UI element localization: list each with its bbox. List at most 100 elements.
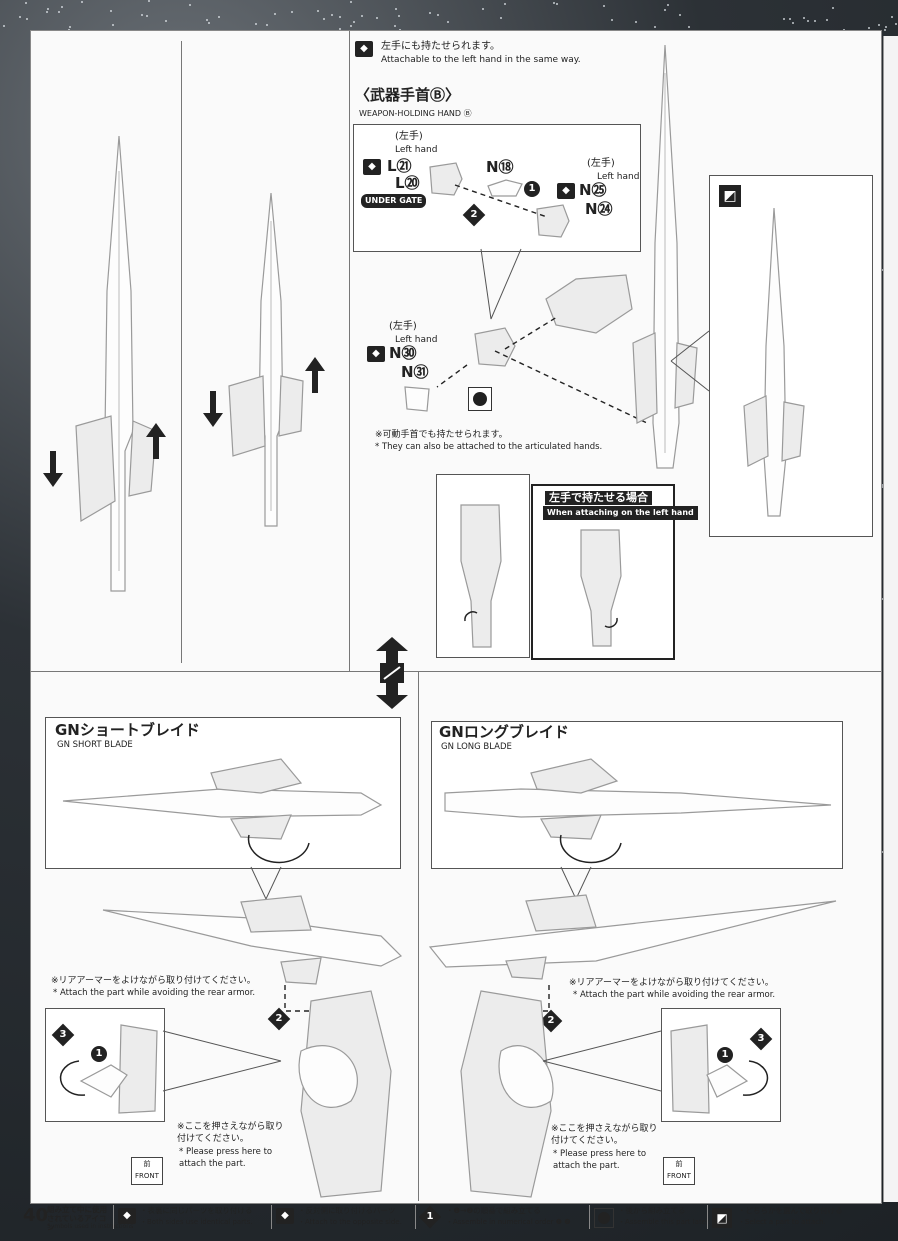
left-hand-en-a: Left hand xyxy=(395,145,438,155)
dash-hand-to-finger xyxy=(436,364,468,388)
star xyxy=(792,21,795,24)
legend-order-en: ・Assemble in numerical order ❶ ❷ xyxy=(446,1218,571,1226)
star xyxy=(69,26,72,29)
star xyxy=(339,27,342,30)
left-hand-label-a: (左手) xyxy=(395,131,423,142)
star xyxy=(189,4,192,7)
legend-item-select: ◩ ・どちらかを選んで取り付ける ・Select a part to attac… xyxy=(707,1205,874,1229)
short-press-jp: ※ここを押さえながら取り付けてください。 xyxy=(177,1122,284,1144)
blade-large-top-left xyxy=(75,135,157,592)
legend-both-jp: ・表裏に同じパーツを取り付ける xyxy=(140,1206,253,1215)
divider-v3 xyxy=(418,671,419,1201)
star xyxy=(877,24,880,27)
star xyxy=(789,17,792,20)
icon-legend-footer: 40 組み立て中に使用されているアイコン Symbols used in ins… xyxy=(23,1203,881,1233)
short-body xyxy=(298,990,392,1198)
legend-order-jp: ・❶→❷の順番で組み立てる xyxy=(446,1206,541,1215)
legend-item-opposite: ◆ ・反対側に取り付けるパーツ ・Attach to the opposite … xyxy=(271,1205,408,1229)
star xyxy=(885,25,888,28)
legend-both-en: ・Both sides use identical parts. xyxy=(140,1218,253,1226)
star xyxy=(503,3,506,6)
star xyxy=(813,20,816,23)
star xyxy=(807,19,810,22)
left-hand-en-b: Left hand xyxy=(597,172,640,182)
part-n31: N㉛ xyxy=(401,363,429,381)
star xyxy=(265,23,268,26)
short-callout xyxy=(162,1030,282,1092)
long-body xyxy=(460,990,554,1198)
short-blade-subtitle: GN SHORT BLADE xyxy=(57,740,133,750)
legend-item-order: 1 ・❶→❷の順番で組み立てる ・Assemble in numerical o… xyxy=(415,1205,582,1229)
star xyxy=(112,23,115,26)
legend-select-jp: ・どちらかを選んで取り付ける xyxy=(738,1206,843,1215)
short-avoid-en: * Attach the part while avoiding the rea… xyxy=(53,988,256,998)
legend-title-en: Symbols used in instructions xyxy=(47,1223,134,1230)
legend-title-jp: 組み立て中に使用されているアイコン xyxy=(47,1205,107,1232)
star xyxy=(18,16,21,19)
hand-part-n xyxy=(536,204,570,238)
star xyxy=(482,8,485,11)
grip-right-hand xyxy=(460,504,502,648)
star xyxy=(323,17,326,20)
star xyxy=(376,16,379,19)
star xyxy=(255,23,258,26)
star xyxy=(206,18,209,21)
divider-h xyxy=(31,671,881,672)
select-legend-icon: ◩ xyxy=(712,1208,732,1228)
star xyxy=(338,16,341,19)
star xyxy=(831,7,834,10)
star xyxy=(109,9,112,12)
star xyxy=(274,12,277,15)
star xyxy=(61,5,64,8)
long-blade-horizontal xyxy=(444,758,832,864)
star xyxy=(429,12,432,15)
divider-v2 xyxy=(349,31,350,671)
blade-select-option xyxy=(743,207,805,517)
star xyxy=(165,19,168,22)
part-n30: N㉚ xyxy=(389,344,417,362)
star xyxy=(556,2,559,5)
grip-left-hand xyxy=(580,529,622,647)
long-blade-subtitle: GN LONG BLADE xyxy=(441,742,512,752)
star xyxy=(394,25,397,28)
left-hand-title-jp: 左手で持たせる場合 xyxy=(545,491,652,505)
swap-select-icon xyxy=(376,637,408,709)
dash-hand-to-blade xyxy=(494,350,648,424)
arrow-up-mid xyxy=(305,357,325,393)
star xyxy=(634,20,637,23)
long-blade-diagonal xyxy=(428,894,837,980)
part-n18: N⑱ xyxy=(486,158,514,176)
select-part-icon: ◩ xyxy=(719,185,741,207)
star xyxy=(881,485,884,488)
star xyxy=(654,25,657,28)
under-gate-badge: UNDER GATE xyxy=(361,194,427,208)
legend-later-en: ・Assemble this part later. xyxy=(618,1218,711,1226)
long-detail-parts xyxy=(670,1024,769,1114)
dash-arm xyxy=(504,316,558,350)
left-hand-en-c: Left hand xyxy=(395,335,438,345)
star xyxy=(80,1,83,4)
star xyxy=(394,7,397,10)
blade-vertical-right xyxy=(632,44,698,469)
part-n25: N㉕ xyxy=(579,181,607,199)
finger-part-n31 xyxy=(404,386,430,412)
star xyxy=(24,1,27,4)
long-blade-title: GNロングブレイド xyxy=(439,723,569,741)
opposite-side-icon-a: ◆ xyxy=(363,159,381,175)
long-avoid-jp: ※リアアーマーをよけながら取り付けてください。 xyxy=(569,978,774,988)
short-blade-horizontal xyxy=(62,758,383,864)
arrow-up-right xyxy=(146,423,166,459)
legend-item-later: ・後から組み立てる ・Assemble this part later. xyxy=(589,1205,710,1229)
star xyxy=(398,15,400,18)
star xyxy=(290,10,293,13)
long-avoid-en: * Attach the part while avoiding the rea… xyxy=(573,990,776,1000)
star xyxy=(2,25,5,28)
callout-lines-hand xyxy=(480,248,522,320)
select-part-box xyxy=(709,175,873,537)
star xyxy=(679,13,682,16)
star xyxy=(45,10,48,13)
blade-short-top-left xyxy=(228,192,304,527)
arm-part xyxy=(545,274,633,334)
callout-lines-select xyxy=(670,330,710,392)
